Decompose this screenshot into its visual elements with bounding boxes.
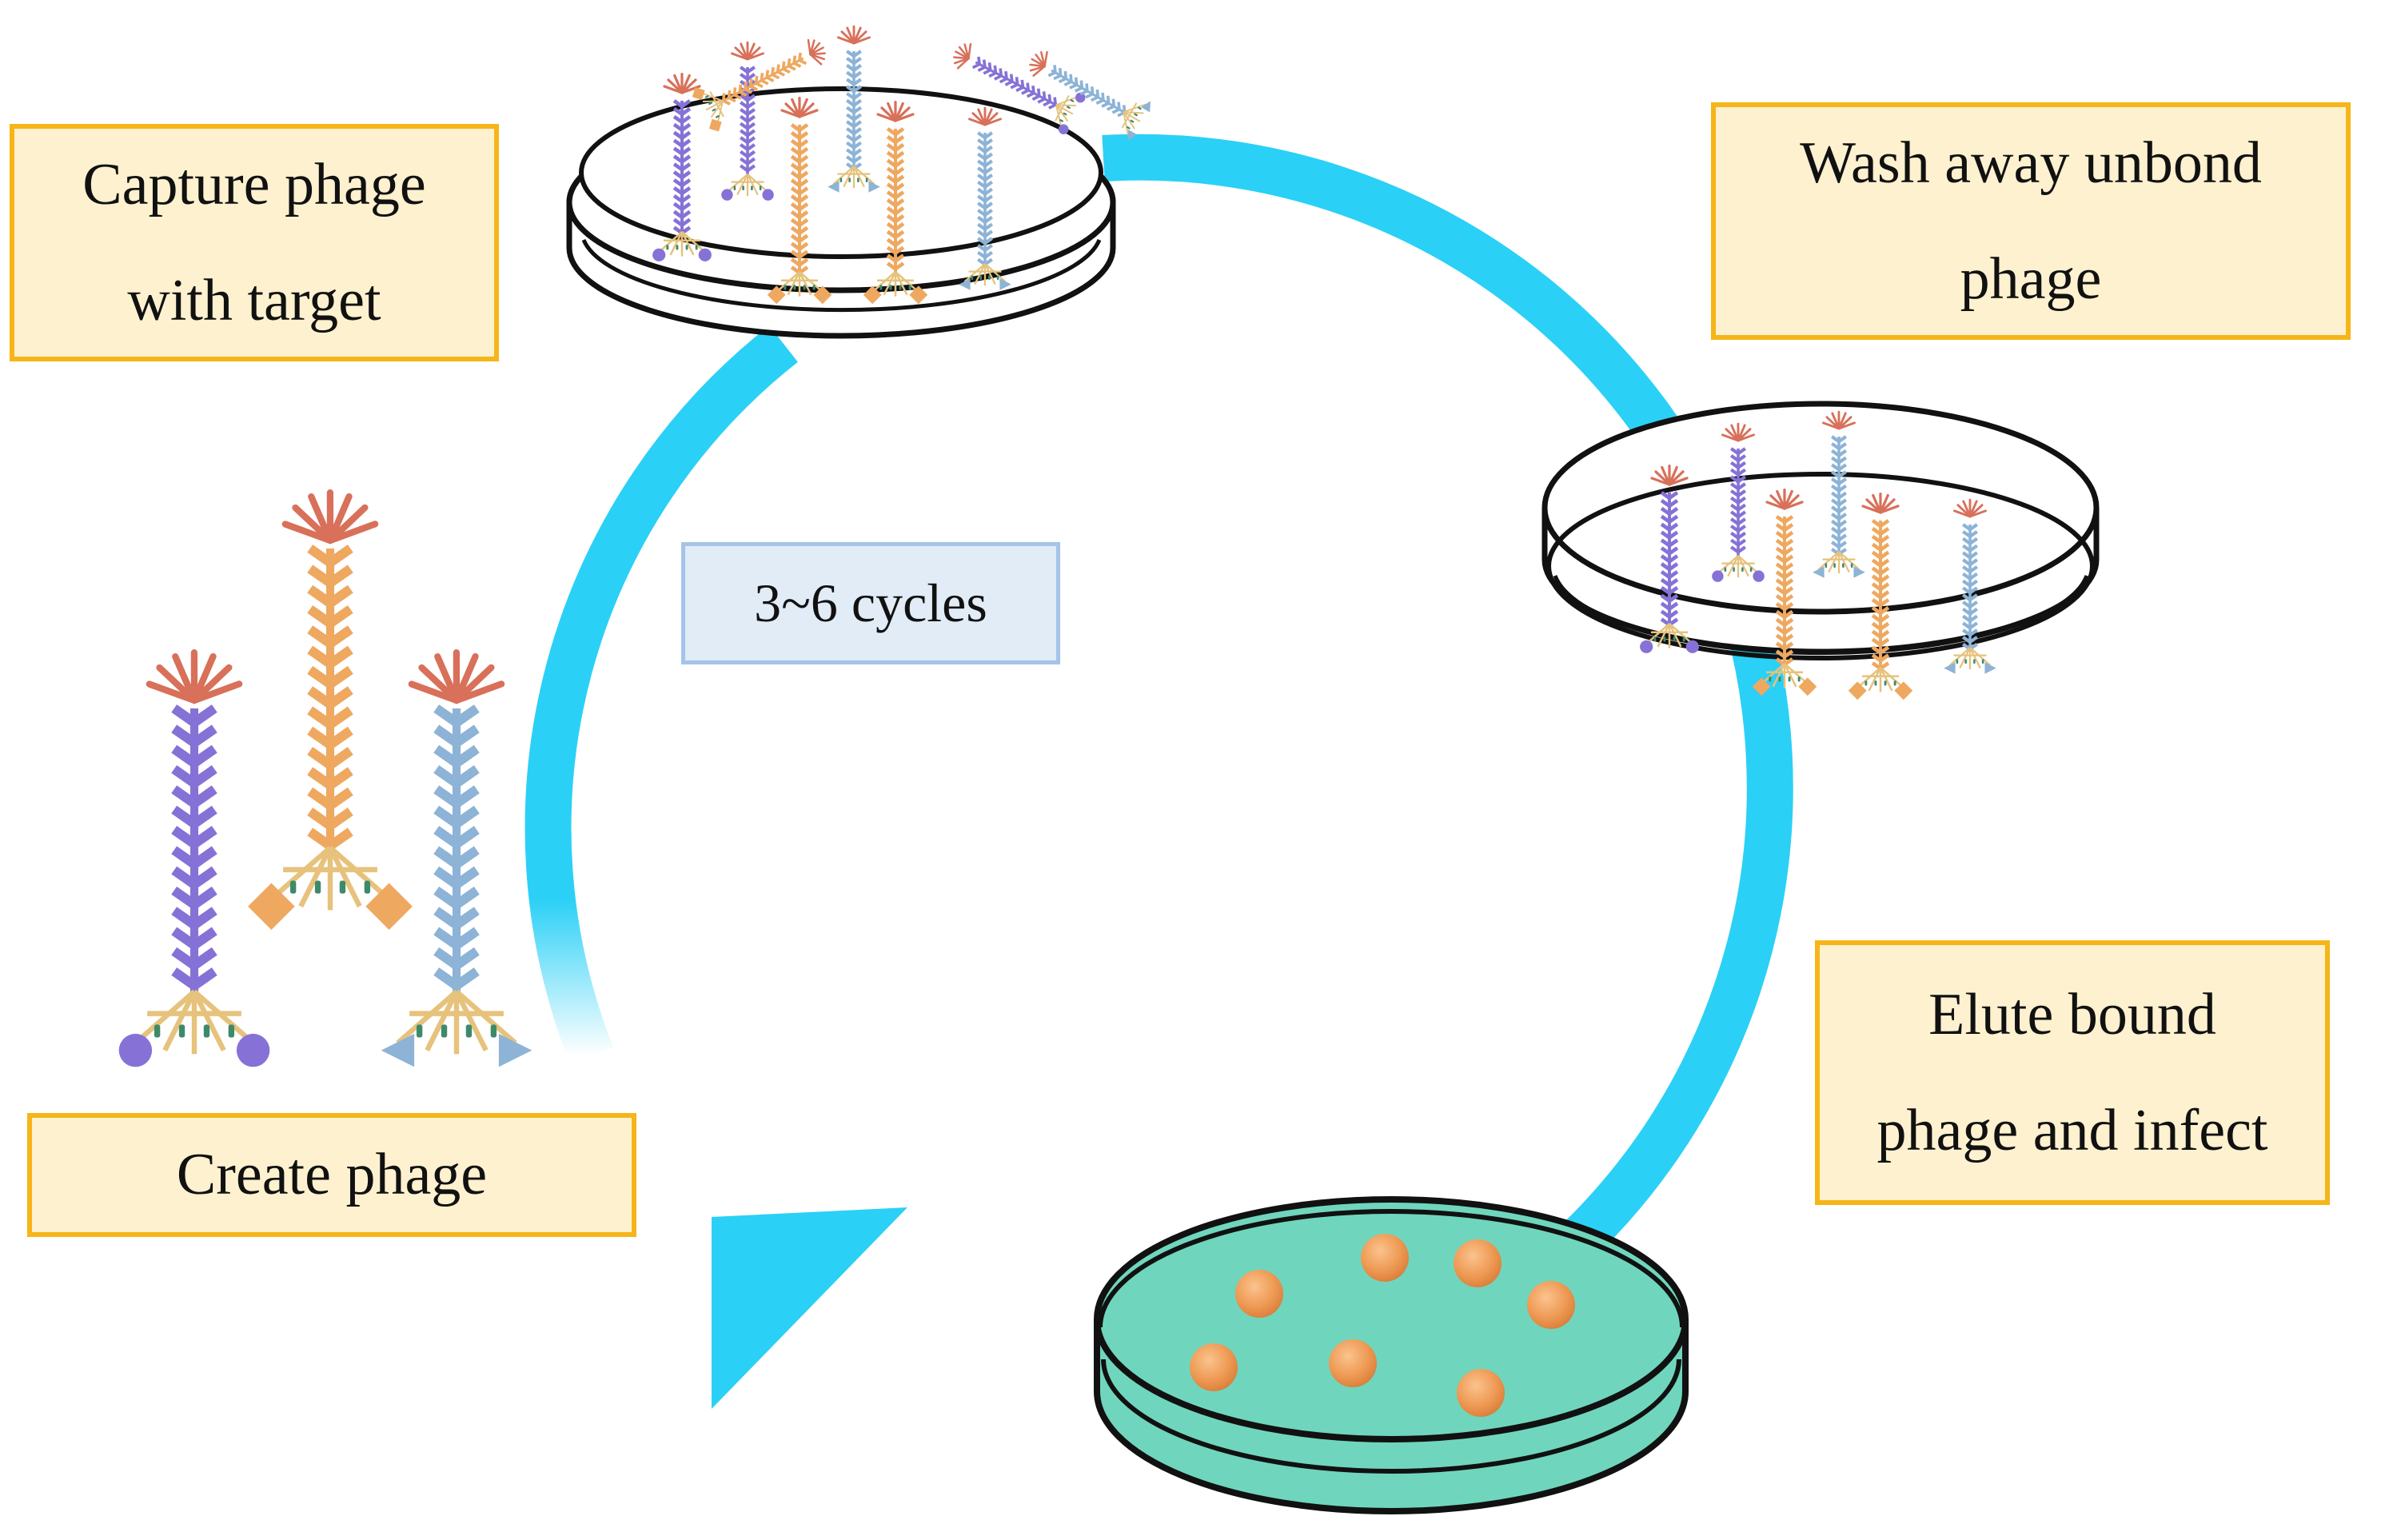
phage-icon: [1712, 422, 1765, 582]
phage-icon: [118, 649, 270, 1067]
phage-icon: [1813, 410, 1865, 578]
phage-icon: [1640, 464, 1699, 653]
elute-label-line-2: phage and infect: [1876, 1097, 2268, 1163]
colony: [1235, 1270, 1283, 1318]
capture-phage-label: Capture phage with target: [10, 124, 499, 361]
phage-icon: [1029, 50, 1151, 142]
phage-icon: [767, 96, 832, 305]
phage-icon: [959, 106, 1011, 290]
create-phage-label: Create phage: [27, 1113, 636, 1237]
wash-label-line-1: Wash away unbond: [1800, 130, 2262, 197]
elute-bound-label: Elute bound phage and infect: [1815, 940, 2330, 1205]
phage-icon: [381, 649, 532, 1067]
cycle-arrowhead: [712, 1207, 907, 1409]
colony: [1527, 1281, 1575, 1329]
wash-label-line-2: phage: [1960, 245, 2102, 312]
wash-away-label: Wash away unbond phage: [1711, 102, 2351, 340]
phage-icon: [248, 489, 413, 930]
colony: [1457, 1369, 1505, 1417]
phage-icon: [692, 38, 826, 132]
phage-library-icon: [118, 489, 532, 1067]
capture-label-line-1: Capture phage: [82, 152, 426, 218]
petri-dish-with-bound-phage-icon: [566, 25, 1151, 339]
cycle-count-text: 3~6 cycles: [754, 573, 987, 633]
phage-icon: [652, 72, 712, 261]
capture-label-line-2: with target: [127, 267, 381, 333]
create-label-text: Create phage: [176, 1142, 488, 1208]
phage-icon: [1848, 492, 1913, 700]
phage-icon: [953, 42, 1086, 134]
elute-label-line-1: Elute bound: [1928, 982, 2216, 1048]
cycle-count-label: 3~6 cycles: [681, 542, 1060, 664]
petri-dish-washed-phage-icon: [1541, 401, 2100, 700]
colony: [1329, 1339, 1377, 1387]
agar-plate-with-colonies-icon: [1094, 1196, 1689, 1514]
phage-icon: [1944, 498, 1996, 674]
colony: [1190, 1343, 1238, 1391]
colony: [1454, 1239, 1502, 1287]
colony: [1361, 1234, 1409, 1282]
cycle-arrow-fade: [524, 325, 798, 1064]
phage-icon: [721, 41, 774, 201]
phage-icon: [1752, 488, 1817, 696]
phage-icon: [828, 25, 880, 193]
